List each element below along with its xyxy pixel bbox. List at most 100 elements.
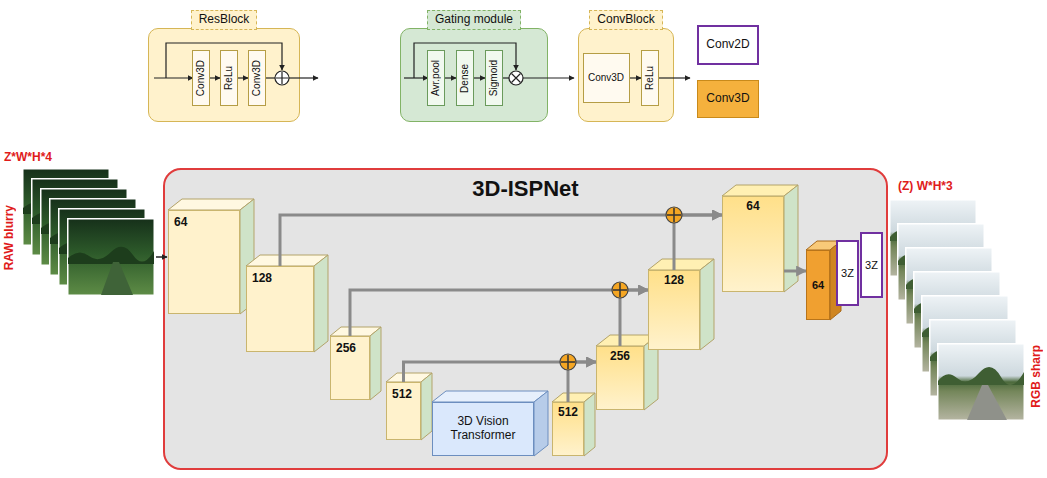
legend-text: Conv3D <box>706 92 749 106</box>
transformer-block: 3D Vision Transformer <box>432 402 534 456</box>
output-frame <box>938 344 1025 421</box>
title-holder: ConvBlock <box>579 9 673 30</box>
add-symbol <box>560 354 576 370</box>
flow-arrow <box>630 77 642 78</box>
node-label: 128 <box>664 274 684 288</box>
skip-connection <box>350 290 648 336</box>
title-holder: ResBlock <box>149 9 299 30</box>
cube-side-face <box>830 241 841 320</box>
encoder-block: 512 <box>386 382 421 440</box>
tensor-shape: Z*W*H*4 <box>4 151 52 165</box>
block-output-line <box>658 77 690 78</box>
block-input-line <box>154 77 193 78</box>
dense-layer: Dense <box>456 50 474 106</box>
cube-top-face <box>806 241 841 250</box>
encoder-block: 128 <box>246 266 314 352</box>
node-label: ReLu <box>645 66 655 90</box>
cube-side-face <box>370 327 381 400</box>
multiply-symbol <box>512 74 521 83</box>
add-symbol <box>276 72 288 84</box>
cube-side-face <box>784 185 798 292</box>
decoder-block: 128 <box>648 270 700 350</box>
decoder-block: 256 <box>596 346 644 410</box>
node-label: Sigmoid <box>489 60 499 96</box>
node-label: Dense <box>460 64 470 93</box>
label-holder: Z*W*H*4 <box>4 147 52 165</box>
block-input-line <box>404 77 428 78</box>
network-panel: 3D-ISPNet 64 128 256 512 3D Vision Transforme… <box>163 168 888 470</box>
convblock-panel: ConvBlockConv3DReLu <box>578 28 674 122</box>
skip-connection <box>674 215 722 270</box>
block-line <box>502 77 509 78</box>
add-symbol <box>612 282 628 298</box>
flow-arrow <box>238 77 248 78</box>
label-holder: RAW blurry <box>3 205 15 274</box>
cube-side-face <box>534 391 548 456</box>
node-label: ReLu <box>224 66 234 90</box>
cube-side-face <box>240 199 254 314</box>
cube-side-face <box>314 255 328 352</box>
skip-connection <box>620 290 648 346</box>
legend-swatch: Conv3D <box>697 80 759 118</box>
node-label: 128 <box>252 272 272 286</box>
add-symbol <box>666 207 682 223</box>
node-label: 256 <box>610 350 630 364</box>
add-symbol <box>275 71 289 85</box>
node-label: Avr.pool <box>431 60 441 96</box>
node-label: 512 <box>558 406 578 420</box>
conv3d-layer: Conv3D <box>248 50 266 106</box>
tensor-shape: (Z) W*H*3 <box>898 180 953 194</box>
block-line <box>265 77 275 78</box>
pool-layer: Avr.pool <box>427 50 445 106</box>
cube-side-face <box>700 259 714 350</box>
encoder-block: 256 <box>330 336 370 400</box>
legend-sample: Conv2D <box>697 25 759 65</box>
relu-layer: ReLu <box>641 50 659 106</box>
skip-connection <box>280 215 722 266</box>
add-symbol <box>613 283 627 297</box>
legend-text: Conv2D <box>706 38 749 52</box>
node-label: Conv3D <box>588 72 624 84</box>
conv3d-layer: Conv3D <box>583 53 630 103</box>
encoder-block: 64 <box>168 210 240 314</box>
image-caption: RAW blurry <box>3 205 15 270</box>
node-label: 64 <box>174 216 187 230</box>
node-label: Conv3D <box>252 60 262 96</box>
image-caption: RGB sharp <box>1030 345 1042 408</box>
conv2d-layer: 3Z <box>836 240 859 306</box>
input-arrow <box>156 256 167 258</box>
sigmoid-layer: Sigmoid <box>485 50 503 106</box>
flow-arrow <box>445 77 456 78</box>
decoder-block: 512 <box>552 402 584 456</box>
node-label: 3Z <box>841 267 854 280</box>
node-label: 64 <box>812 279 824 292</box>
conv3d-layer: Conv3D <box>192 50 210 106</box>
panel-title: 3D-ISPNet <box>472 176 578 201</box>
title-holder: Gating module <box>401 9 547 30</box>
cube-top-face <box>432 391 548 402</box>
add-symbol <box>667 208 681 222</box>
cube-top-face <box>168 199 254 210</box>
skip-connection <box>784 270 806 273</box>
cube-side-face <box>584 393 595 456</box>
conv2d-layer: 3Z <box>860 232 883 298</box>
relu-layer: ReLu <box>220 50 238 106</box>
node-label: 256 <box>336 342 356 356</box>
conv3d-layer: 64 <box>806 250 830 320</box>
input-frame <box>68 219 155 296</box>
flow-arrow <box>210 77 220 78</box>
node-label: 64 <box>746 200 759 214</box>
node-label: Conv3D <box>196 60 206 96</box>
gating-panel: Gating moduleAvr.poolDenseSigmoid <box>400 28 548 122</box>
node-label: 512 <box>392 388 412 402</box>
panel-title: ResBlock <box>191 10 258 30</box>
cube-top-face <box>596 335 658 346</box>
cube-side-face <box>644 335 658 410</box>
label-holder: (Z) W*H*3 <box>898 176 953 194</box>
block-output-line <box>289 77 318 78</box>
panel-title: Gating module <box>427 10 521 30</box>
gating-skip-line <box>414 43 516 78</box>
label-holder: RGB sharp <box>1030 345 1042 412</box>
residual-skip-line <box>166 43 282 78</box>
cube-side-face <box>421 373 432 440</box>
